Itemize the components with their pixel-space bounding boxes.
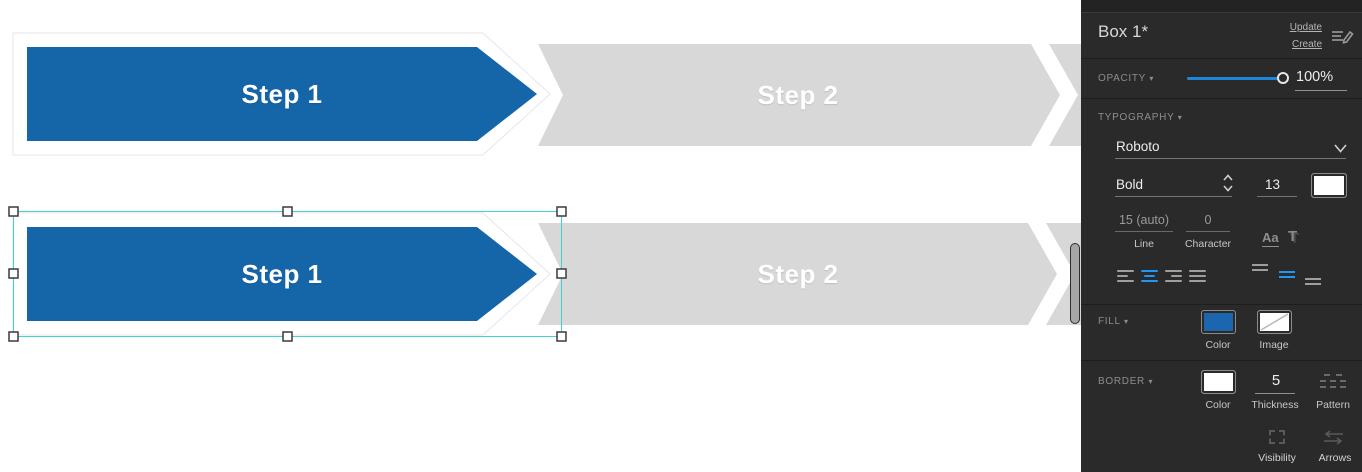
divider [1081, 304, 1362, 305]
size-underline [1257, 196, 1297, 197]
panel-top-strip [1081, 0, 1362, 13]
font-size-input[interactable]: 13 [1265, 177, 1281, 192]
update-link[interactable]: Update [1289, 22, 1322, 33]
collapse-icon[interactable]: ▾ [1123, 317, 1129, 326]
border-arrows-label: Arrows [1318, 452, 1352, 464]
align-left-icon[interactable] [1117, 270, 1134, 283]
divider [1081, 98, 1362, 99]
fill-color-swatch[interactable] [1201, 310, 1236, 334]
save-links: Update Create [1290, 19, 1322, 53]
opacity-value[interactable]: 100% [1296, 69, 1334, 85]
border-color-label: Color [1205, 399, 1231, 411]
design-canvas[interactable]: Step 1 Step 2 Step 1 Step 2 [0, 0, 1081, 472]
character-spacing-input[interactable]: 0 [1204, 213, 1212, 227]
stepper-icon[interactable] [1222, 173, 1234, 193]
opacity-underline [1295, 90, 1347, 91]
text-shadow-icon[interactable]: T [1288, 228, 1298, 245]
step3-chevron-partial-row1[interactable] [1049, 44, 1081, 146]
border-pattern-label: Pattern [1316, 399, 1350, 411]
edit-note-icon[interactable] [1330, 27, 1354, 47]
border-section-label: BORDER ▾ [1098, 376, 1154, 387]
canvas-scrollbar-thumb[interactable] [1070, 243, 1080, 324]
font-underline [1115, 158, 1346, 159]
selection-handle[interactable] [556, 331, 567, 342]
valign-middle-icon[interactable] [1279, 271, 1295, 279]
border-arrows-icon[interactable] [1322, 430, 1345, 445]
opacity-slider-track[interactable] [1187, 77, 1283, 80]
weight-underline [1115, 196, 1232, 197]
align-justify-icon[interactable] [1189, 270, 1206, 283]
divider [1081, 360, 1362, 361]
character-underline [1186, 231, 1230, 232]
font-weight-select[interactable]: Bold [1116, 177, 1144, 192]
selection-handles [8, 206, 567, 342]
text-color-swatch[interactable] [1311, 173, 1347, 198]
line-underline [1115, 231, 1173, 232]
create-link[interactable]: Create [1291, 39, 1322, 50]
border-visibility-icon[interactable] [1269, 430, 1285, 444]
properties-panel: Box 1* Update Create OPACITY ▾ 100% TYPO… [1081, 0, 1362, 472]
border-thickness-label: Thickness [1251, 399, 1299, 411]
border-color-swatch[interactable] [1201, 370, 1236, 394]
collapse-icon[interactable]: ▾ [1148, 377, 1154, 386]
step1-chevron-row1[interactable] [27, 47, 537, 141]
border-pattern-icon[interactable] [1320, 374, 1346, 390]
selection-handle[interactable] [8, 268, 19, 279]
align-center-icon[interactable] [1141, 270, 1158, 283]
collapse-icon[interactable]: ▾ [1177, 113, 1183, 122]
typography-section-label: TYPOGRAPHY ▾ [1098, 112, 1183, 123]
selection-handle[interactable] [556, 268, 567, 279]
opacity-slider-knob[interactable] [1277, 72, 1289, 84]
border-visibility-label: Visibility [1258, 452, 1296, 464]
step2-chevron-row2[interactable] [538, 223, 1057, 325]
step1-chevron-row2[interactable] [27, 227, 537, 321]
selection-handle[interactable] [8, 331, 19, 342]
selection-handle[interactable] [282, 331, 293, 342]
valign-bottom-icon[interactable] [1305, 278, 1321, 286]
selection-handle[interactable] [282, 206, 293, 217]
fill-image-label: Image [1259, 339, 1289, 351]
collapse-icon[interactable]: ▾ [1149, 74, 1155, 83]
line-label: Line [1134, 238, 1154, 250]
divider [1081, 58, 1362, 59]
fill-image-swatch[interactable] [1257, 310, 1292, 334]
fill-section-label: FILL ▾ [1098, 316, 1129, 327]
selection-handle[interactable] [8, 206, 19, 217]
valign-top-icon[interactable] [1252, 264, 1268, 272]
opacity-section-label: OPACITY ▾ [1098, 73, 1155, 84]
font-family-select[interactable]: Roboto [1116, 139, 1160, 154]
diagonal-line-icon [1260, 313, 1289, 331]
selection-handle[interactable] [556, 206, 567, 217]
thickness-underline [1255, 393, 1295, 394]
step2-chevron-row1[interactable] [538, 44, 1060, 146]
shape-title: Box 1* [1098, 22, 1149, 41]
align-right-icon[interactable] [1165, 270, 1182, 283]
line-height-input[interactable]: 15 (auto) [1118, 213, 1170, 227]
text-case-icon[interactable]: Aa [1262, 230, 1279, 247]
fill-color-label: Color [1205, 339, 1231, 351]
border-thickness-input[interactable]: 5 [1271, 372, 1281, 389]
shapes-layer [8, 32, 1081, 342]
character-label: Character [1184, 238, 1232, 250]
chevron-down-icon[interactable] [1334, 144, 1347, 153]
